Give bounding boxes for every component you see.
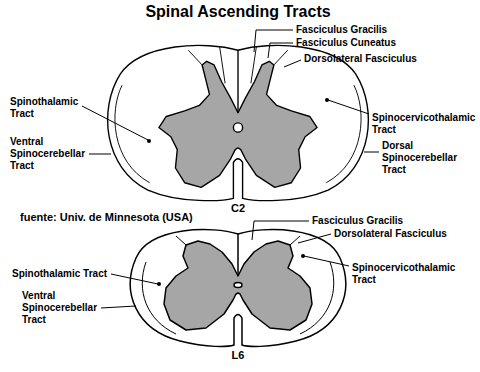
cord-outline	[130, 230, 345, 347]
central-canal	[233, 123, 242, 132]
tract-label: Dorsal Spinocerebellar Tract	[382, 140, 462, 176]
leader-dot	[325, 98, 329, 102]
tract-boundary	[274, 50, 288, 65]
leader-line	[101, 306, 136, 308]
diagram-title: Spinal Ascending Tracts	[145, 3, 330, 21]
leader-line	[298, 234, 331, 243]
level-label: C2	[231, 202, 245, 215]
tract-boundary	[300, 262, 334, 334]
tract-label: Spinocervicothalamic Tract	[372, 112, 476, 136]
cord-outline	[108, 45, 369, 200]
leader-line	[304, 256, 349, 266]
leader-line	[89, 154, 111, 155]
tract-label: Dorsolateral Fasciculus	[304, 53, 417, 65]
leader-dot	[147, 139, 151, 143]
leader-line	[111, 274, 158, 284]
leader-line	[328, 100, 369, 114]
tract-boundary	[188, 50, 202, 65]
leader-line	[82, 106, 148, 140]
leader-dot	[157, 282, 161, 286]
tract-boundary	[290, 236, 300, 245]
leader-line	[252, 221, 309, 240]
level-label: L6	[232, 349, 245, 362]
tract-label: Dorsolateral Fasciculus	[334, 228, 447, 240]
tract-boundary	[220, 47, 226, 84]
tract-label: Spinothalamic Tract	[10, 96, 90, 120]
c2-section	[108, 45, 369, 200]
tract-boundary	[142, 262, 176, 334]
leader-lines	[82, 30, 379, 308]
leader-dot	[301, 254, 305, 258]
tract-label: Fasciculus Gracilis	[312, 215, 403, 227]
source-note: fuente: Univ. de Minnesota (USA)	[20, 211, 193, 224]
tract-boundary	[251, 47, 257, 84]
tract-label: Ventral Spinocerebellar Tract	[22, 290, 102, 326]
tract-label: Ventral Spinocerebellar Tract	[10, 136, 90, 172]
leader-line	[268, 43, 293, 58]
tract-label: Fasciculus Cuneatus	[296, 37, 396, 49]
tract-boundary	[176, 236, 186, 245]
leader-line	[364, 152, 379, 153]
tract-label: Spinothalamic Tract	[12, 268, 107, 280]
leader-dots	[147, 98, 329, 286]
leader-line	[284, 60, 301, 67]
tract-boundary	[115, 85, 150, 183]
leader-line	[254, 30, 293, 52]
dorsal-septum	[237, 50, 238, 113]
central-canal	[234, 283, 242, 288]
l6-section	[130, 230, 345, 347]
dorsal-septum	[237, 234, 239, 276]
tract-boundary	[326, 85, 361, 183]
tract-label: Spinocervicothalamic Tract	[352, 262, 456, 286]
tract-label: Fasciculus Gracilis	[296, 24, 387, 36]
